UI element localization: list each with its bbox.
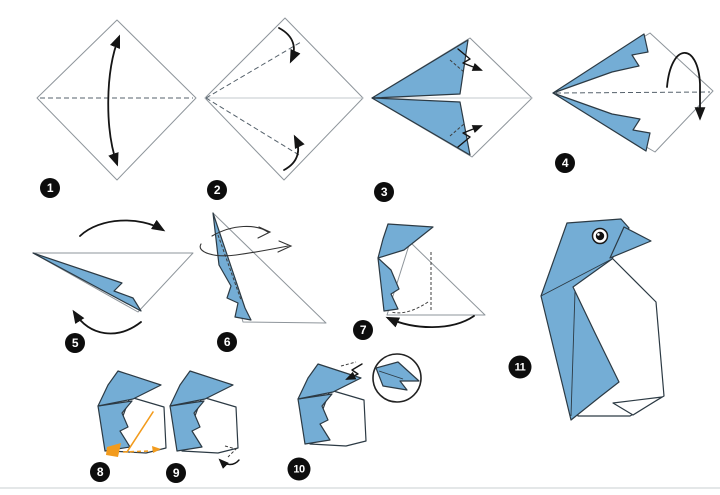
beak-detail [375, 361, 420, 391]
blue-pleated-flap-bottom [552, 92, 651, 152]
penguin-beak [609, 226, 652, 259]
step-1-diagram [36, 19, 197, 181]
wrap-arrow-top [211, 225, 269, 237]
penguin-foot [612, 396, 663, 416]
step-6-diagram [199, 212, 327, 324]
step-5-badge: 5 [65, 333, 85, 353]
wrap-arrowhead-bottom [277, 240, 293, 253]
fold-in-half-arrow [666, 52, 706, 121]
base-fold-line [126, 411, 154, 453]
pleat-arrow-bottom [457, 125, 483, 148]
rotate-arrow-bottom [72, 309, 142, 335]
pleat-arrow-top [457, 48, 483, 71]
step-10-badge: 10 [287, 457, 311, 481]
step-3-diagram [371, 37, 533, 158]
fold-line [217, 234, 242, 301]
step-4-diagram [552, 32, 714, 153]
fold-mark-top [449, 59, 465, 73]
step-10-diagram [297, 353, 422, 447]
valley-fold-line-bottom [205, 97, 300, 156]
step-7-badge: 7 [353, 320, 373, 340]
blue-flap-bottom [371, 97, 471, 156]
tail-fold-line [224, 445, 237, 458]
step-2-diagram [204, 17, 364, 181]
penguin-shape [169, 370, 239, 454]
step-5-diagram [32, 219, 194, 335]
fold-curve [390, 301, 429, 314]
blue-flap-top [371, 39, 469, 99]
step-7-diagram [377, 223, 486, 329]
step-8-diagram [97, 370, 167, 457]
step-11-finished-penguin [540, 218, 665, 421]
base-dashed-mark [122, 450, 152, 453]
step-9-badge: 9 [166, 463, 186, 483]
base-mark-small [152, 446, 161, 453]
mountain-fold-line [555, 91, 711, 94]
penguin-shape [297, 363, 367, 447]
step-11-badge: 11 [508, 355, 532, 379]
paper-triangle [386, 241, 486, 316]
step-9-diagram [169, 370, 240, 469]
penguin-eye-glint [597, 233, 600, 236]
fold-unfold-arrow [107, 34, 121, 167]
blue-flap [32, 252, 142, 312]
shoulder-crease [540, 259, 611, 297]
paper-square [204, 17, 364, 181]
penguin-head-and-wing [540, 218, 630, 421]
step-4-badge: 4 [555, 153, 575, 173]
beak-detail-crease [378, 370, 404, 380]
tail-fold-arrow [218, 458, 240, 469]
blue-flap [212, 212, 252, 321]
step-2-badge: 2 [207, 180, 227, 200]
blue-pleated-flap-top [552, 33, 649, 94]
step-1-badge: 1 [40, 178, 60, 198]
penguin-shape [97, 370, 167, 454]
wing-crease [570, 291, 576, 417]
fold-back-arrow [385, 315, 475, 329]
step-8-badge: 8 [90, 462, 110, 482]
step-6-badge: 6 [217, 332, 237, 352]
blue-head [377, 223, 434, 259]
step-3-badge: 3 [374, 182, 394, 202]
penguin-pupil [595, 231, 605, 241]
rotate-arrow-top [79, 219, 166, 237]
valley-fold-line-top [205, 41, 302, 99]
wrap-arrow-bottom [199, 243, 289, 257]
beak-fold-mark [340, 361, 357, 367]
blue-body-flap [377, 257, 400, 312]
fold-mark-bottom [449, 123, 465, 137]
beak-pleat-arrow [345, 363, 363, 380]
base-mark [106, 443, 121, 457]
fold-arrow-bottom [283, 134, 305, 171]
fold-arrow-top [278, 27, 301, 64]
wrap-arrowhead-top [257, 226, 272, 239]
